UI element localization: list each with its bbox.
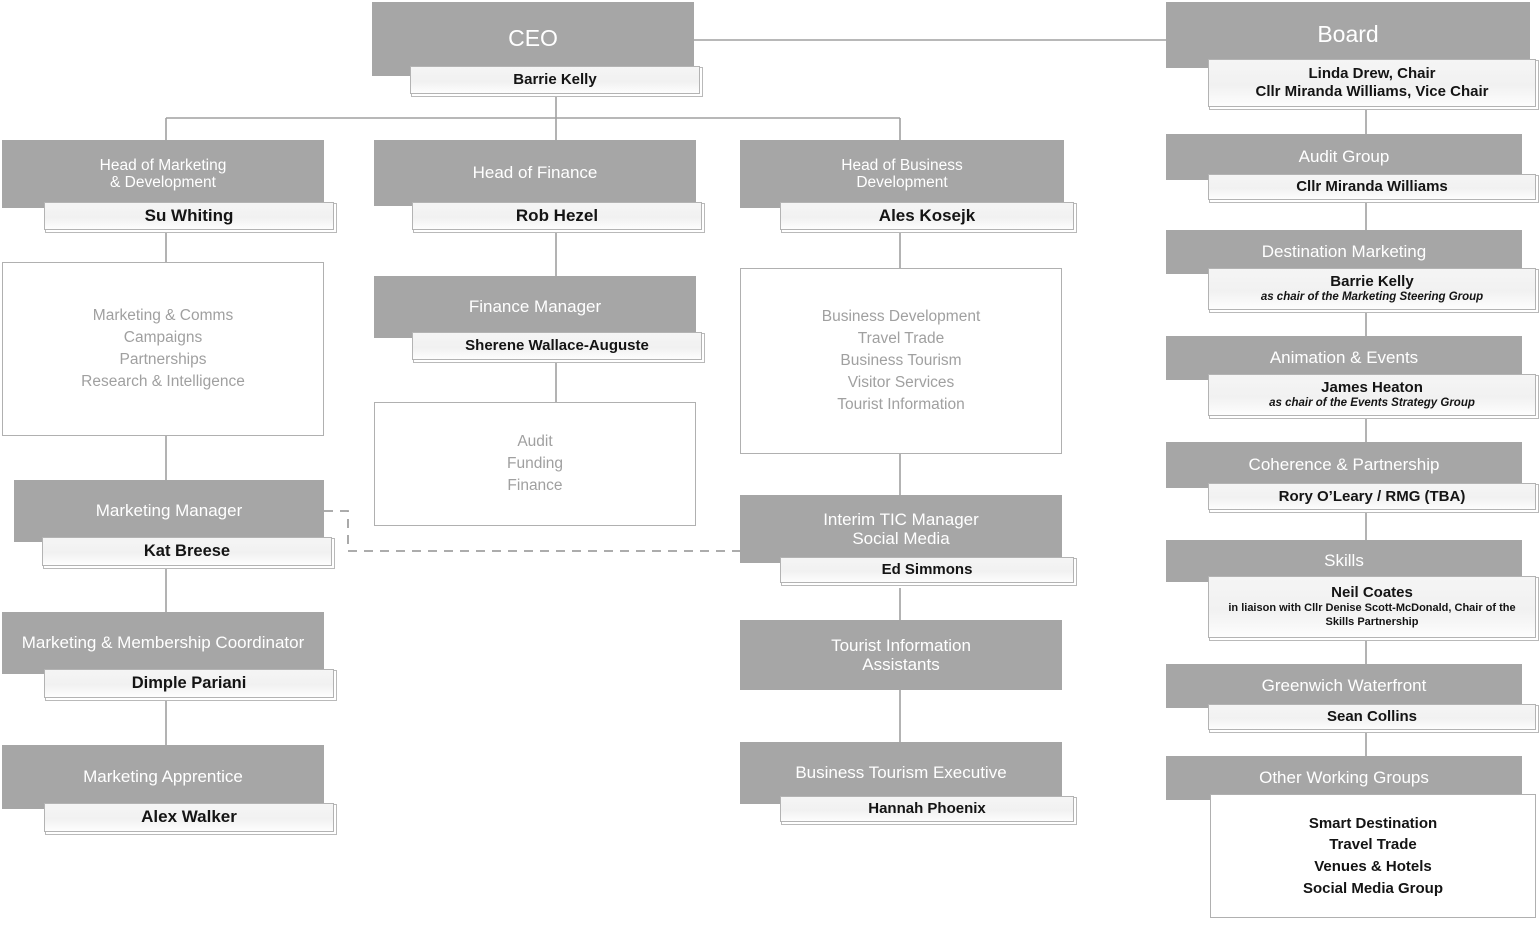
other-working-group-0: Smart Destination [1308,814,1438,832]
tourist-info-assistants-line1: Tourist Information [831,635,971,655]
other-working-groups-title: Other Working Groups [1166,756,1522,800]
board-group-3-name: Rory O’Leary / RMG (TBA) [1208,483,1536,510]
node-board-group-skills[interactable]: Skills Neil Coates in liaison with Cllr … [1166,540,1538,638]
node-marketing-apprentice[interactable]: Marketing Apprentice Alex Walker [2,745,338,837]
node-head-of-business-development[interactable]: Head of Business Development Ales Kosejk [740,140,1076,232]
head-of-finance-title: Head of Finance [374,140,696,206]
board-vice-chair: Cllr Miranda Williams, Vice Chair [1255,83,1489,100]
node-marketing-membership-coordinator[interactable]: Marketing & Membership Coordinator Dimpl… [2,612,338,702]
board-name: Linda Drew, Chair Cllr Miranda Williams,… [1208,59,1536,107]
board-group-2-title: Animation & Events [1166,336,1522,380]
marketing-apprentice-title: Marketing Apprentice [2,745,324,809]
finance-function-1: Funding [506,455,563,472]
node-other-working-groups[interactable]: Other Working Groups Smart Destination T… [1166,756,1538,918]
node-board-group-animation-events[interactable]: Animation & Events James Heaton as chair… [1166,336,1538,416]
marketing-function-3: Research & Intelligence [81,373,245,390]
board-group-4-person: Neil Coates [1331,584,1413,602]
marketing-manager-title: Marketing Manager [14,480,324,542]
head-of-business-title-line1: Head of Business [841,156,963,174]
interim-tic-title-line2: Social Media [852,529,950,548]
node-business-tourism-executive[interactable]: Business Tourism Executive Hannah Phoeni… [740,742,1076,824]
finance-function-2: Finance [507,477,563,494]
marketing-coordinator-title: Marketing & Membership Coordinator [2,612,324,674]
finance-manager-title: Finance Manager [374,276,696,338]
other-working-group-3: Social Media Group [1302,879,1444,897]
finance-manager-name: Sherene Wallace-Auguste [412,332,702,360]
ceo-name: Barrie Kelly [410,66,700,94]
other-working-group-1: Travel Trade [1329,836,1417,854]
board-group-4-sub: in liaison with Cllr Denise Scott-McDona… [1228,602,1516,628]
business-tourism-exec-title: Business Tourism Executive [740,742,1062,804]
node-board-group-coherence-partnership[interactable]: Coherence & Partnership Rory O’Leary / R… [1166,442,1538,514]
marketing-function-2: Partnerships [119,351,207,368]
marketing-function-1: Campaigns [123,329,203,346]
finance-function-0: Audit [517,433,553,450]
business-function-3: Visitor Services [847,374,955,391]
business-function-0: Business Development [821,308,981,325]
board-group-1-name: Barrie Kelly as chair of the Marketing S… [1208,268,1536,310]
node-marketing-manager[interactable]: Marketing Manager Kat Breese [14,480,338,570]
node-interim-tic-manager[interactable]: Interim TIC Manager Social Media Ed Simm… [740,495,1076,587]
other-working-groups-box: Smart Destination Travel Trade Venues & … [1210,794,1536,918]
node-board[interactable]: Board Linda Drew, Chair Cllr Miranda Wil… [1166,2,1538,112]
business-function-1: Travel Trade [857,330,945,347]
board-group-1-person: Barrie Kelly [1330,272,1414,290]
board-group-2-person: James Heaton [1321,378,1423,396]
board-group-5-name: Sean Collins [1208,704,1536,730]
head-of-marketing-name: Su Whiting [44,202,334,230]
head-of-business-title: Head of Business Development [740,140,1064,208]
other-working-group-2: Venues & Hotels [1314,858,1432,875]
node-tourist-information-assistants[interactable]: Tourist Information Assistants [740,620,1062,690]
head-of-marketing-title-line2: & Development [110,174,216,191]
board-group-4-name: Neil Coates in liaison with Cllr Denise … [1208,576,1536,638]
board-group-0-title: Audit Group [1166,134,1522,180]
board-group-3-title: Coherence & Partnership [1166,442,1522,488]
board-group-1-title: Destination Marketing [1166,230,1522,274]
business-function-2: Business Tourism [840,352,962,369]
node-head-of-finance[interactable]: Head of Finance Rob Hezel [374,140,704,232]
head-of-marketing-title: Head of Marketing & Development [2,140,324,208]
tourist-info-assistants-title: Tourist Information Assistants [740,620,1062,690]
board-chair: Linda Drew, Chair [1308,65,1436,83]
marketing-functions-box: Marketing & Comms Campaigns Partnerships… [2,262,324,436]
business-tourism-exec-name: Hannah Phoenix [780,796,1074,822]
board-group-5-title: Greenwich Waterfront [1166,664,1522,708]
node-finance-manager[interactable]: Finance Manager Sherene Wallace-Auguste [374,276,704,364]
board-group-2-sub: as chair of the Events Strategy Group [1269,397,1475,410]
interim-tic-title-line1: Interim TIC Manager [823,509,979,529]
business-functions-box: Business Development Travel Trade Busine… [740,268,1062,454]
head-of-finance-name: Rob Hezel [412,202,702,230]
business-function-4: Tourist Information [837,396,965,413]
interim-tic-name: Ed Simmons [780,557,1074,583]
marketing-apprentice-name: Alex Walker [44,803,334,832]
head-of-marketing-title-line1: Head of Marketing [99,156,227,174]
node-head-of-marketing[interactable]: Head of Marketing & Development Su Whiti… [2,140,336,232]
marketing-manager-name: Kat Breese [42,537,332,566]
node-ceo[interactable]: CEO Barrie Kelly [372,2,702,98]
board-group-1-sub: as chair of the Marketing Steering Group [1260,291,1484,304]
node-board-group-greenwich-waterfront[interactable]: Greenwich Waterfront Sean Collins [1166,664,1538,734]
interim-tic-title: Interim TIC Manager Social Media [740,495,1062,563]
marketing-coordinator-name: Dimple Pariani [44,669,334,698]
board-group-2-name: James Heaton as chair of the Events Stra… [1208,374,1536,416]
board-title: Board [1166,2,1530,68]
head-of-business-title-line2: Development [856,174,948,191]
node-board-group-audit[interactable]: Audit Group Cllr Miranda Williams [1166,134,1538,204]
node-board-group-destination-marketing[interactable]: Destination Marketing Barrie Kelly as ch… [1166,230,1538,310]
marketing-function-0: Marketing & Comms [92,307,234,324]
tourist-info-assistants-line2: Assistants [862,655,940,674]
board-group-4-title: Skills [1166,540,1522,582]
head-of-business-name: Ales Kosejk [780,202,1074,230]
board-group-0-name: Cllr Miranda Williams [1208,174,1536,200]
ceo-title: CEO [372,2,694,76]
finance-functions-box: Audit Funding Finance [374,402,696,526]
